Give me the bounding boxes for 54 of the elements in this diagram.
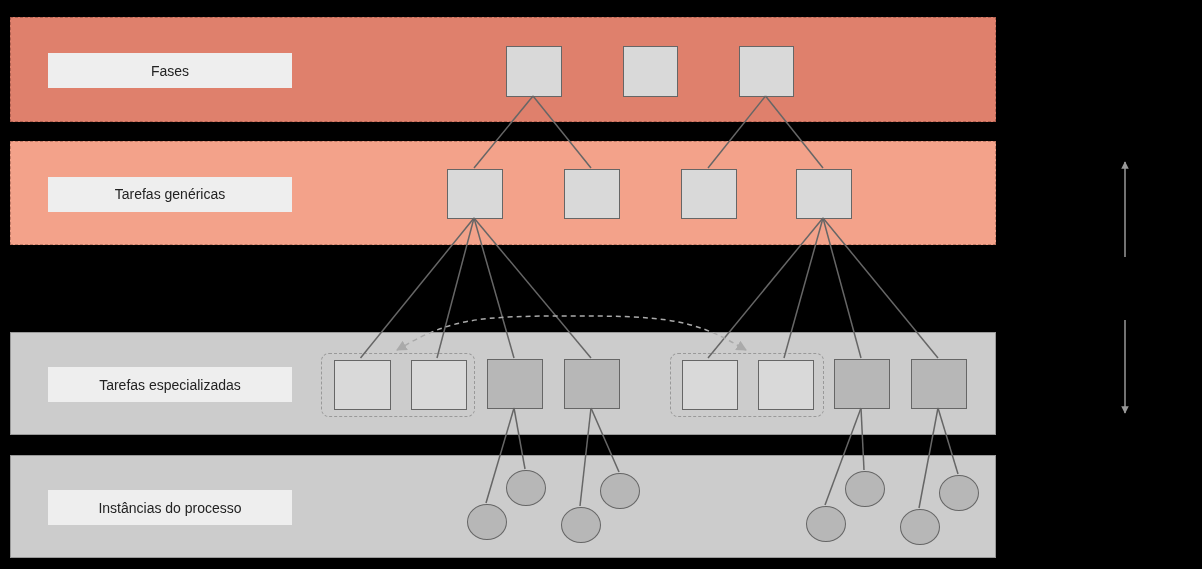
specialized-task-box (564, 359, 620, 409)
connector-line (473, 217, 592, 359)
connector-line (707, 217, 824, 359)
dashed-double-arrow (396, 315, 747, 351)
connector-line (532, 95, 592, 169)
task-box (447, 169, 503, 219)
connector-line (707, 95, 767, 169)
specialized-task-box (911, 359, 967, 409)
layer-label: Fases (48, 53, 292, 88)
specialized-task-box (487, 359, 543, 409)
task-box (796, 169, 852, 219)
layer-band (10, 455, 996, 558)
connector-line (579, 407, 592, 507)
instance-circle (506, 470, 546, 506)
instance-circle (806, 506, 846, 542)
layer-band (10, 332, 996, 435)
task-box (739, 46, 794, 97)
layer-label: Tarefas genéricas (48, 176, 292, 212)
connector-line (485, 407, 515, 504)
instance-circle (845, 471, 885, 507)
connector-line (473, 217, 515, 359)
connector-line (937, 407, 959, 475)
instance-circle (900, 509, 940, 545)
specialized-task-box (834, 359, 890, 409)
connector-line (436, 217, 475, 359)
task-box (681, 169, 737, 219)
connector-line (513, 407, 526, 470)
instance-circle (467, 504, 507, 540)
connector-line (822, 217, 939, 359)
instance-circle (600, 473, 640, 509)
dashed-group (321, 353, 475, 417)
layer-label: Tarefas especializadas (48, 367, 292, 402)
task-box (758, 360, 814, 410)
task-box (506, 46, 562, 97)
dashed-group (670, 353, 824, 417)
connector-line (473, 95, 534, 169)
task-box (564, 169, 620, 219)
instance-circle (939, 475, 979, 511)
task-band (10, 141, 996, 245)
connector-line (822, 217, 862, 359)
task-box (334, 360, 391, 410)
task-box (411, 360, 467, 410)
connector-line (764, 95, 824, 169)
instance-circle (561, 507, 601, 543)
connector-line (860, 407, 865, 471)
phase-band (10, 17, 996, 122)
connector-line (824, 407, 862, 506)
layer-label: Instâncias do processo (48, 490, 292, 525)
connector-line (590, 407, 620, 473)
connector-line (918, 407, 939, 509)
task-box (682, 360, 738, 410)
task-box (623, 46, 678, 97)
connector-line (359, 217, 475, 359)
connector-line (783, 217, 824, 359)
